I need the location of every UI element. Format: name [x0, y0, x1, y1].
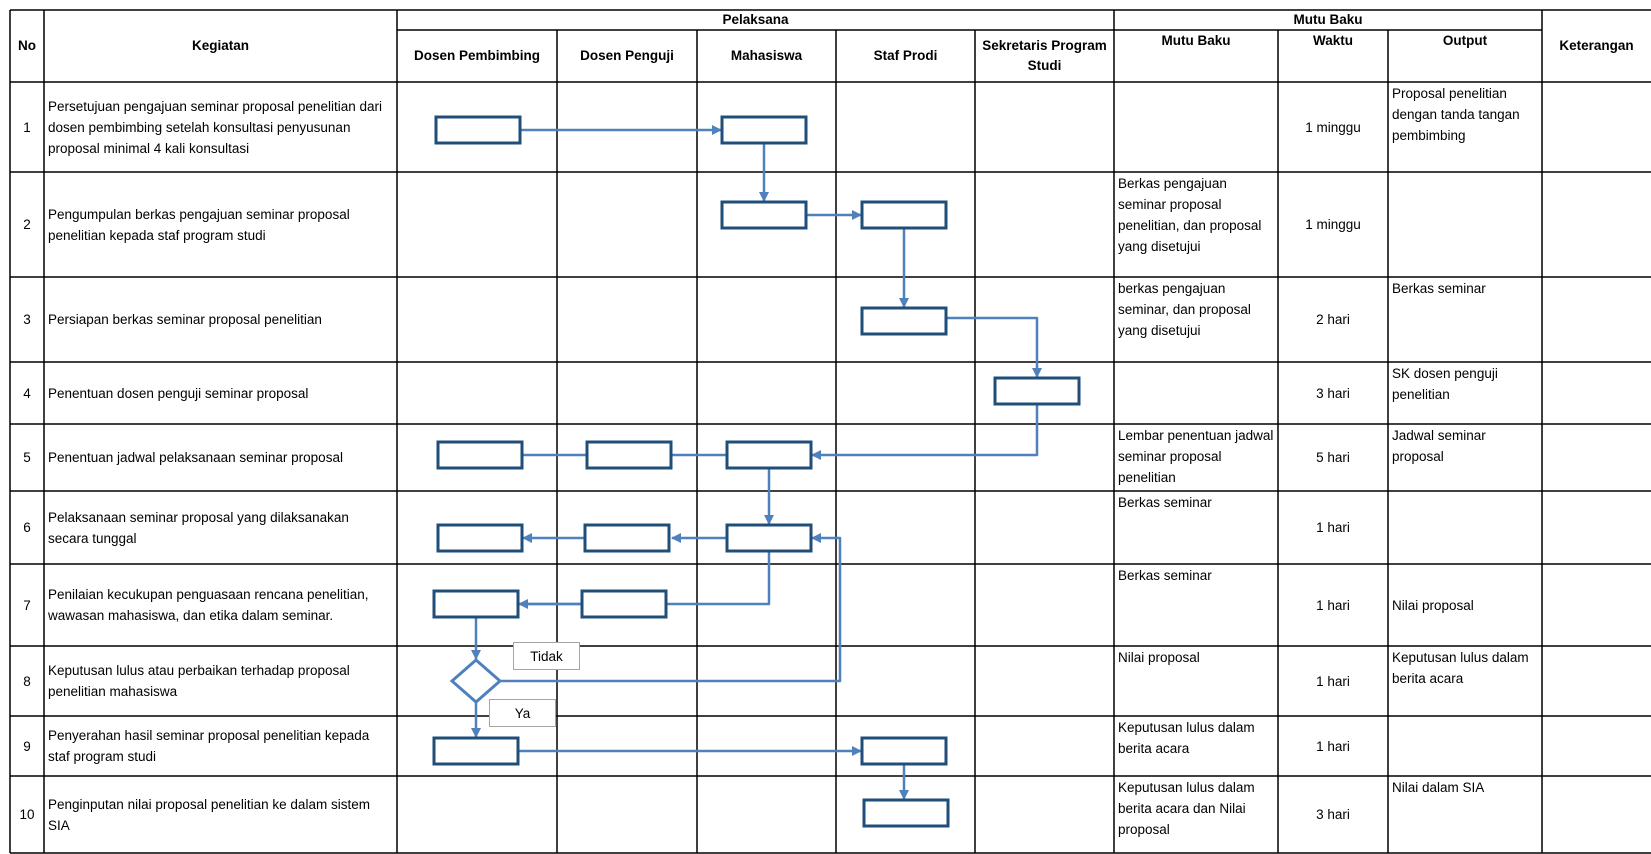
row-output: Jadwal seminar proposal [1392, 428, 1486, 464]
row-mutu-baku [1114, 83, 1278, 173]
process-box [583, 523, 671, 553]
row-waktu: 1 minggu [1305, 119, 1361, 135]
process-box [580, 589, 668, 619]
header-mutu-baku-group: Mutu Baku [1293, 12, 1363, 27]
row-waktu: 3 hari [1316, 385, 1350, 401]
row-no: 2 [23, 217, 31, 232]
flow-connector [811, 404, 1039, 460]
row-output [1388, 173, 1542, 278]
process-box [860, 200, 948, 230]
row-waktu: 1 minggu [1305, 217, 1361, 232]
row-output: Nilai proposal [1392, 597, 1474, 613]
process-box [436, 440, 524, 470]
header-no: No [18, 38, 36, 53]
header-keterangan: Keterangan [1559, 38, 1634, 53]
row-waktu: 1 hari [1316, 597, 1350, 613]
row-output: Berkas seminar [1392, 281, 1486, 296]
header-lane-5: Sekretaris Program Studi [982, 38, 1107, 73]
process-box [436, 523, 524, 553]
header-lane-2: Dosen Penguji [580, 48, 674, 63]
row-mutu-baku: berkas pengajuan seminar, dan proposal y… [1118, 281, 1251, 338]
process-box [434, 115, 522, 145]
row-no: 6 [23, 520, 31, 535]
row-kegiatan: Penilaian kecukupan penguasaan rencana p… [48, 587, 369, 623]
row-kegiatan: Penentuan dosen penguji seminar proposal [48, 385, 309, 401]
row-waktu: 2 hari [1316, 312, 1350, 327]
row-kegiatan: Keputusan lulus atau perbaikan terhadap … [48, 663, 350, 699]
header-kegiatan: Kegiatan [191, 38, 249, 53]
row-no: 8 [23, 673, 31, 689]
process-box [860, 736, 948, 766]
row-mutu-baku: Berkas seminar [1118, 568, 1212, 583]
decision-diamond [449, 658, 503, 704]
row-output [1388, 717, 1542, 777]
header-waktu: Waktu [1313, 33, 1353, 48]
row-mutu-baku: Lembar penentuan jadwal seminar proposal… [1118, 428, 1274, 485]
header-mutu-baku: Mutu Baku [1161, 33, 1231, 48]
process-box [720, 115, 808, 145]
process-box [860, 306, 948, 336]
decision-label-ya: Ya [489, 699, 556, 727]
row-no: 7 [23, 597, 31, 613]
decision-label-tidak: Tidak [513, 642, 580, 670]
header-pelaksana: Pelaksana [722, 12, 789, 27]
row-kegiatan: Persetujuan pengajuan seminar proposal p… [48, 98, 382, 156]
row-output: Nilai dalam SIA [1392, 780, 1485, 795]
row-mutu-baku: Berkas seminar [1118, 495, 1212, 510]
flow-connector [946, 316, 1042, 378]
row-output: SK dosen penguji penelitian [1392, 366, 1498, 402]
row-no: 3 [23, 312, 31, 327]
row-kegiatan: Penginputan nilai proposal penelitian ke… [48, 796, 370, 833]
row-waktu: 5 hari [1316, 450, 1350, 465]
process-box [725, 523, 813, 553]
row-no: 9 [23, 738, 31, 754]
row-no: 10 [19, 807, 35, 822]
process-box [725, 440, 813, 470]
row-kegiatan: Penentuan jadwal pelaksanaan seminar pro… [48, 450, 343, 465]
row-no: 5 [23, 450, 31, 465]
header-lane-1: Dosen Pembimbing [413, 48, 540, 63]
row-kegiatan: Penyerahan hasil seminar proposal peneli… [48, 728, 370, 764]
row-no: 4 [23, 385, 31, 401]
row-waktu: 3 hari [1316, 807, 1350, 822]
row-kegiatan: Persiapan berkas seminar proposal peneli… [48, 312, 322, 327]
process-box [432, 589, 520, 619]
row-waktu: 1 hari [1316, 673, 1350, 689]
row-output: Keputusan lulus dalam berita acara [1392, 650, 1529, 686]
row-mutu-baku: Nilai proposal [1118, 650, 1200, 665]
process-box [720, 200, 808, 230]
process-box [993, 376, 1081, 406]
row-no: 1 [23, 119, 31, 135]
header-output: Output [1442, 33, 1488, 48]
row-kegiatan: Pengumpulan berkas pengajuan seminar pro… [48, 206, 350, 243]
process-box [585, 440, 673, 470]
header-lane-4: Staf Prodi [873, 48, 938, 63]
row-waktu: 1 hari [1316, 520, 1350, 535]
process-box [432, 736, 520, 766]
row-mutu-baku [1114, 363, 1278, 425]
process-box [862, 798, 950, 828]
row-output [1388, 492, 1542, 565]
row-kegiatan: Pelaksanaan seminar proposal yang dilaks… [48, 509, 349, 546]
flow-connector [500, 533, 842, 683]
row-mutu-baku: Berkas pengajuan seminar proposal peneli… [1118, 176, 1262, 254]
row-waktu: 1 hari [1316, 738, 1350, 754]
row-mutu-baku: Keputusan lulus dalam berita acara dan N… [1118, 780, 1255, 837]
row-mutu-baku: Keputusan lulus dalam berita acara [1118, 720, 1255, 756]
header-lane-3: Mahasiswa [730, 48, 803, 63]
row-output: Proposal penelitian dengan tanda tangan … [1392, 86, 1520, 143]
